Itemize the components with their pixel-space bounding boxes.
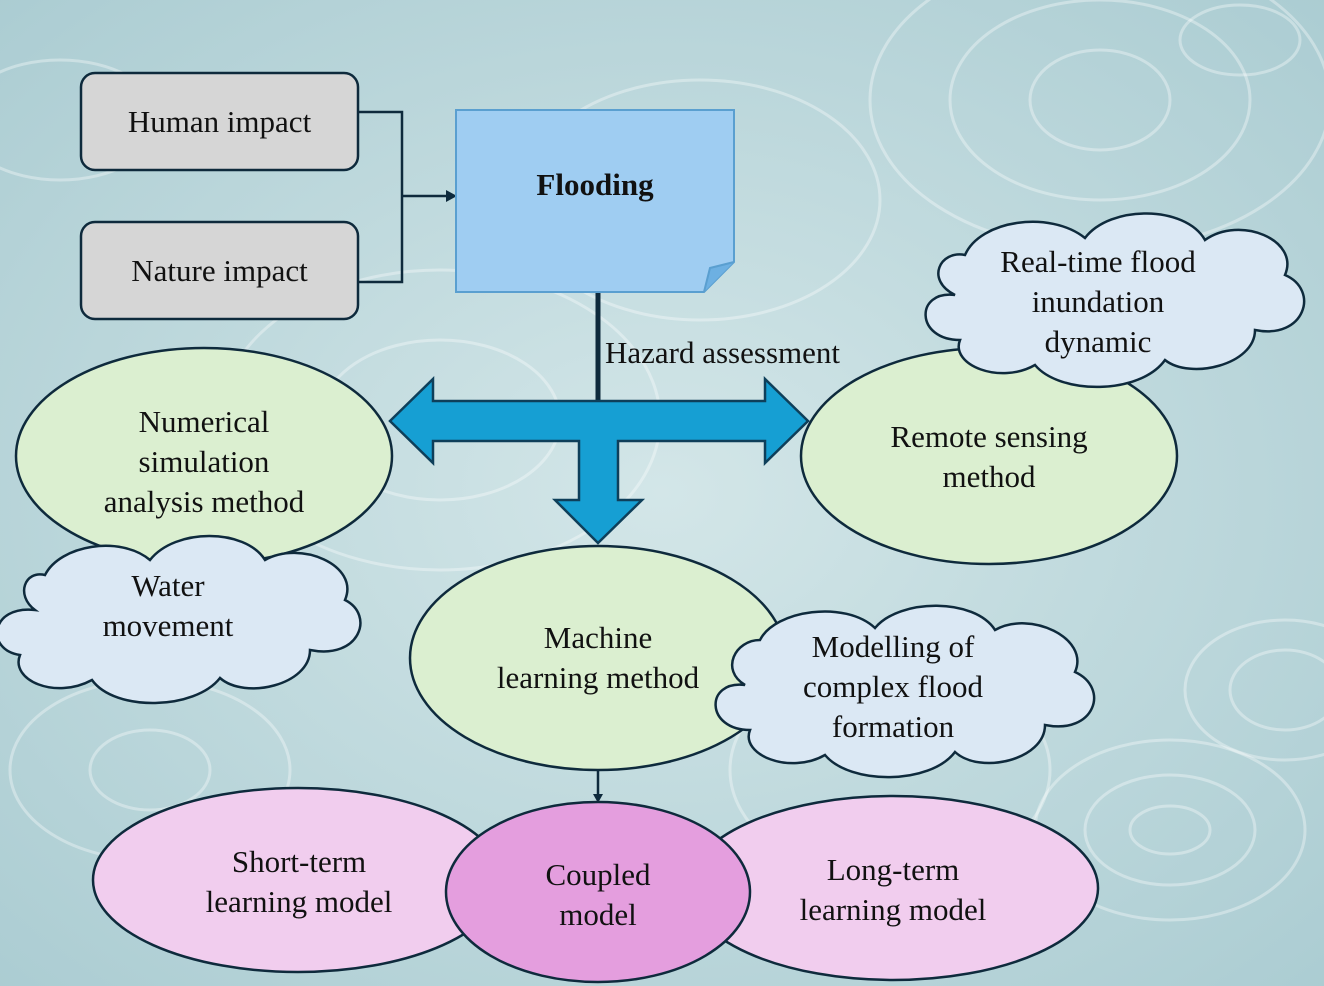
short-term-ellipse [91,786,505,974]
water-movement-cloud-shape [0,534,362,705]
impact-arrow-head [446,190,457,202]
ml-to-coupled-arrow-head [593,794,603,803]
human-impact-box [79,71,360,172]
machine-learning-ellipse [408,544,788,772]
numerical-simulation-ellipse [14,346,394,566]
hazard-arrow [388,376,810,545]
realtime-cloud-shape [924,212,1306,389]
flooding-box [455,109,735,293]
nature-impact-box [79,220,360,321]
flooding-box-fold [703,261,735,293]
impact-bracket-line [358,110,446,284]
coupled-model-ellipse [444,800,752,984]
complex-flood-cloud-shape [714,604,1096,779]
